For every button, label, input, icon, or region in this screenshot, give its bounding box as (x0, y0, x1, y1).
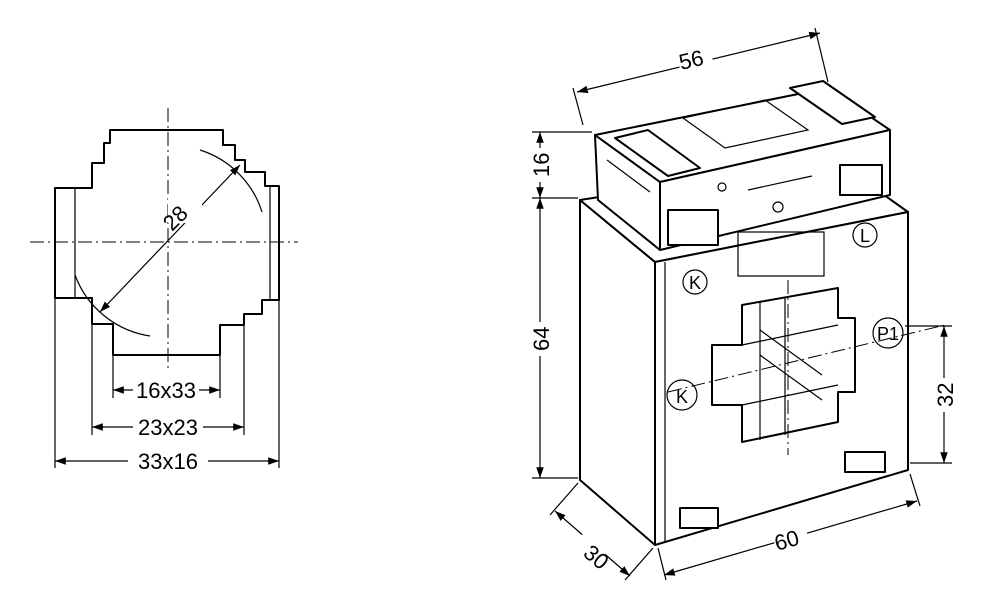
dim-23x23: 23x23 (138, 415, 198, 440)
dim-16x33: 16x33 (136, 378, 196, 403)
terminal-opening-right (839, 164, 883, 196)
dim-33x16: 33x16 (138, 449, 198, 474)
dim-56: 56 (677, 45, 706, 75)
label-window (681, 99, 810, 149)
diameter-arc-top (199, 149, 263, 213)
terminal-opening-left (667, 209, 719, 246)
terminal-p1: P1 (877, 324, 899, 344)
dim-32: 32 (933, 383, 958, 407)
diameter-arc-bottom (74, 274, 151, 337)
diameter-dimension-line (99, 164, 241, 313)
screw-hole (772, 201, 784, 213)
terminal-k-upper: K (689, 273, 701, 293)
foot-right (844, 451, 886, 473)
terminal-k-lower: K (676, 387, 688, 407)
front-view: 28 16x33 23x23 33x16 (30, 108, 298, 474)
terminal-l-upper: L (860, 226, 870, 246)
nameplate (737, 231, 825, 277)
dim-16: 16 (529, 153, 554, 177)
terminal-slot-left (614, 129, 701, 177)
foot-left (679, 507, 719, 529)
dim-64: 64 (529, 327, 554, 351)
isometric-view: K L K P1 56 16 64 30 60 (526, 27, 958, 581)
